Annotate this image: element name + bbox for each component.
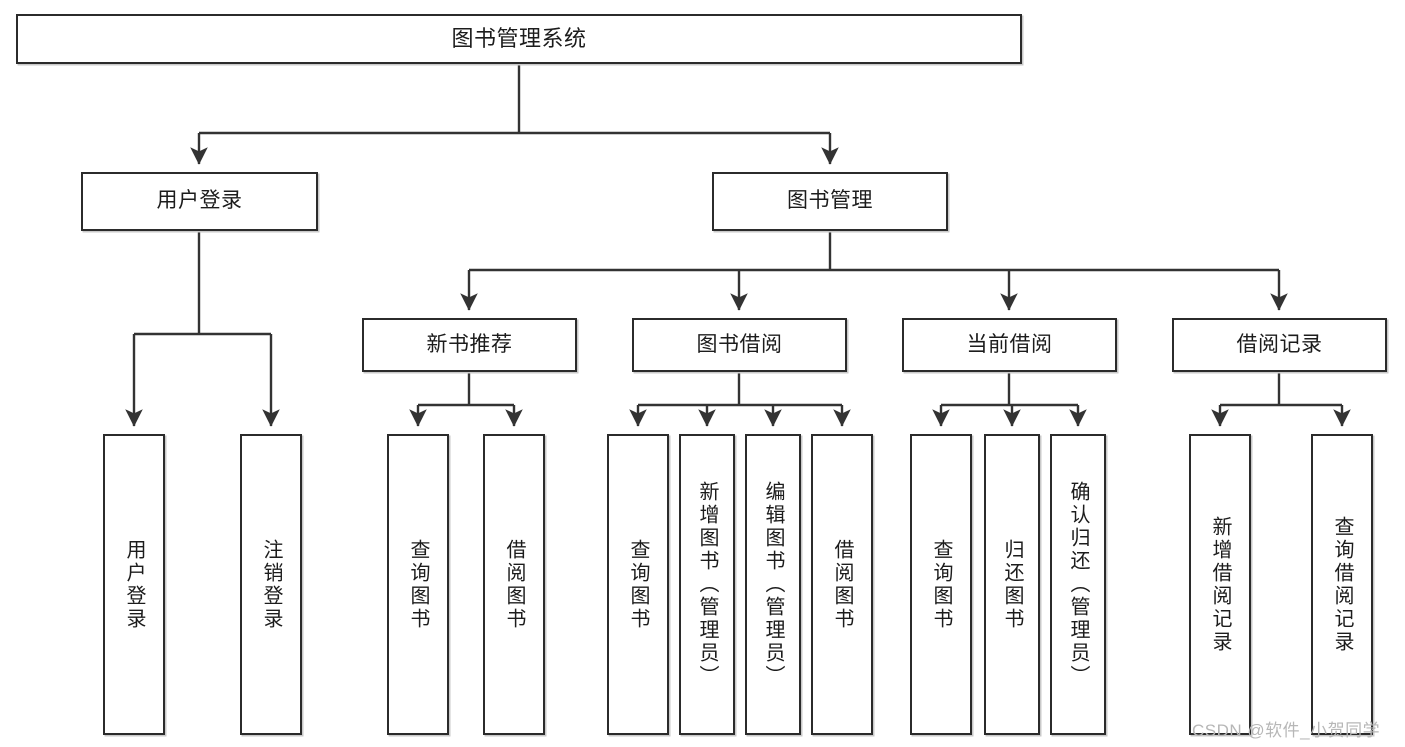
leaf-add-borrow-record-label: 新增借阅记录 bbox=[1209, 515, 1231, 654]
node-book-manage[interactable]: 图书管理 bbox=[712, 172, 948, 231]
leaf-query-book-borrow[interactable]: 查询图书 bbox=[607, 434, 669, 735]
leaf-query-borrow-record[interactable]: 查询借阅记录 bbox=[1311, 434, 1373, 735]
leaf-query-book-borrow-label: 查询图书 bbox=[627, 538, 649, 631]
node-book-borrow-label: 图书借阅 bbox=[696, 332, 783, 356]
leaf-add-borrow-record[interactable]: 新增借阅记录 bbox=[1189, 434, 1251, 735]
node-borrow-record[interactable]: 借阅记录 bbox=[1172, 318, 1387, 372]
leaf-borrow-book-label: 借阅图书 bbox=[831, 538, 853, 631]
leaf-borrow-book-recommend[interactable]: 借阅图书 bbox=[483, 434, 545, 735]
leaf-query-book-recommend-label: 查询图书 bbox=[407, 538, 429, 631]
leaf-borrow-book-recommend-label: 借阅图书 bbox=[503, 538, 525, 631]
node-new-book-recommend[interactable]: 新书推荐 bbox=[362, 318, 577, 372]
leaf-edit-book-admin-label: 编辑图书（管理员） bbox=[762, 481, 784, 688]
node-current-borrow[interactable]: 当前借阅 bbox=[902, 318, 1117, 372]
leaf-query-book-current[interactable]: 查询图书 bbox=[910, 434, 972, 735]
leaf-logout-label: 注销登录 bbox=[260, 538, 282, 631]
leaf-edit-book-admin[interactable]: 编辑图书（管理员） bbox=[745, 434, 801, 735]
leaf-query-borrow-record-label: 查询借阅记录 bbox=[1331, 515, 1353, 654]
node-current-borrow-label: 当前借阅 bbox=[966, 332, 1053, 356]
node-borrow-record-label: 借阅记录 bbox=[1236, 332, 1323, 356]
node-book-borrow[interactable]: 图书借阅 bbox=[632, 318, 847, 372]
node-root-label: 图书管理系统 bbox=[451, 25, 587, 51]
node-new-book-recommend-label: 新书推荐 bbox=[426, 332, 513, 356]
leaf-return-book[interactable]: 归还图书 bbox=[984, 434, 1040, 735]
node-user-login-label: 用户登录 bbox=[156, 189, 243, 213]
watermark: CSDN @软件_小贺同学 bbox=[1192, 721, 1381, 740]
leaf-user-login[interactable]: 用户登录 bbox=[103, 434, 165, 735]
leaf-user-login-label: 用户登录 bbox=[123, 538, 145, 631]
leaf-confirm-return-admin[interactable]: 确认归还（管理员） bbox=[1050, 434, 1106, 735]
leaf-return-book-label: 归还图书 bbox=[1001, 538, 1023, 631]
leaf-logout[interactable]: 注销登录 bbox=[240, 434, 302, 735]
leaf-add-book-admin[interactable]: 新增图书（管理员） bbox=[679, 434, 735, 735]
node-book-manage-label: 图书管理 bbox=[787, 189, 873, 213]
leaf-query-book-recommend[interactable]: 查询图书 bbox=[387, 434, 449, 735]
leaf-confirm-return-admin-label: 确认归还（管理员） bbox=[1067, 481, 1089, 688]
leaf-borrow-book[interactable]: 借阅图书 bbox=[811, 434, 873, 735]
node-user-login[interactable]: 用户登录 bbox=[81, 172, 318, 231]
leaf-query-book-current-label: 查询图书 bbox=[930, 538, 952, 631]
leaf-add-book-admin-label: 新增图书（管理员） bbox=[696, 481, 718, 688]
node-root[interactable]: 图书管理系统 bbox=[16, 14, 1022, 64]
